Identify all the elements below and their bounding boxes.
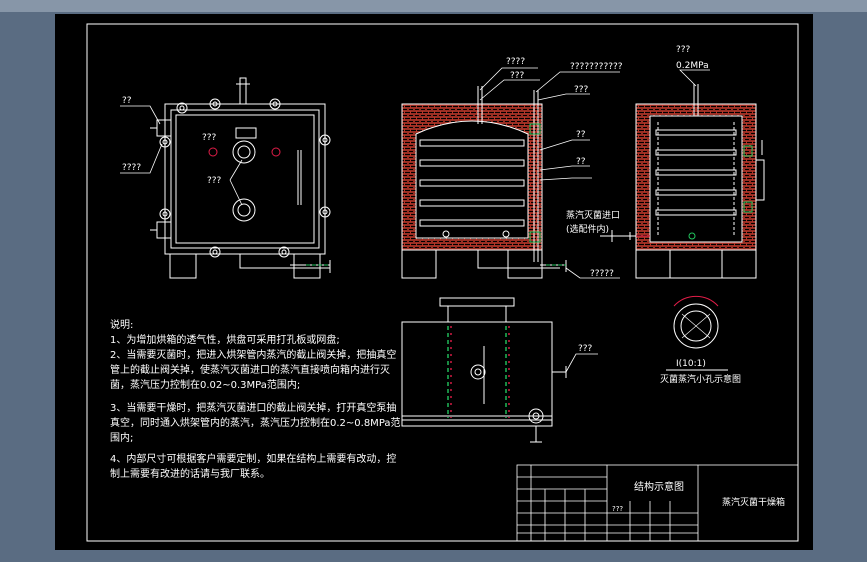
note-line: 真空，同时通入烘架管内的蒸汽，蒸汽压力控制在0.2~0.8MPa范: [110, 416, 401, 429]
label-front-top-left: ??: [122, 96, 132, 106]
label-section-q3: ???????????: [570, 62, 623, 72]
side-view-leaders: [679, 69, 710, 87]
section-view-leaders: [479, 67, 620, 279]
label-section-q5: ??: [576, 130, 586, 140]
section-view: [401, 86, 567, 279]
label-steam-inlet-2: (选配件内): [566, 223, 609, 235]
note-line: 管上的截止阀关掉，使蒸汽灭菌进口的蒸汽直接喷向箱内进行灭: [110, 363, 390, 376]
label-front-left-mid: ????: [122, 163, 141, 173]
viewer-top-bar: [0, 0, 867, 12]
note-line: 围内;: [110, 431, 133, 444]
notes-heading: 说明:: [110, 318, 133, 331]
title-block-drawing-title: 结构示意图: [634, 480, 684, 493]
notes-block: 说明: 1、为增加烘箱的透气性，烘盘可采用打孔板或网盘; 2、当需要灭菌时，把进…: [110, 318, 401, 480]
label-section-q6: ??: [576, 157, 586, 167]
label-section-q4: ???: [574, 85, 589, 95]
note-line: 4、内部尺寸可根据客户需要定制，如果在结构上需要有改动，控: [110, 452, 396, 465]
title-block-product-name: 蒸汽灭菌干燥箱: [722, 496, 785, 508]
label-side-pressure: 0.2MPa: [676, 61, 709, 71]
label-section-q1: ????: [506, 57, 525, 67]
note-line: 2、当需要灭菌时，把进入烘架管内蒸汽的截止阀关掉，把抽真空: [110, 348, 396, 361]
title-block: [516, 464, 799, 542]
plan-view-leader: [565, 353, 598, 373]
label-front-center-b: ???: [207, 176, 222, 186]
plan-view: [401, 297, 567, 443]
label-plan-q: ???: [578, 344, 593, 354]
side-view: [600, 84, 765, 279]
note-line: 制上需要有改进的话请与我厂联系。: [110, 467, 270, 480]
note-line: 菌，蒸汽压力控制在0.02~0.3MPa范围内;: [110, 378, 300, 391]
label-front-center-a: ???: [202, 133, 217, 143]
sheet-border: [86, 23, 799, 542]
detail-scale: I(10:1): [676, 359, 706, 369]
label-steam-inlet-1: 蒸汽灭菌进口: [566, 209, 620, 221]
front-view: [150, 77, 331, 279]
label-section-q7: ?????: [590, 269, 614, 279]
front-view-leaders: [120, 105, 243, 206]
note-line: 1、为增加烘箱的透气性，烘盘可采用打孔板或网盘;: [110, 333, 340, 346]
note-line: 3、当需要干燥时，把蒸汽灭菌进口的截止阀关掉，打开真空泵抽: [110, 401, 396, 414]
detail-caption: 灭菌蒸汽小孔示意图: [660, 373, 741, 385]
label-section-q2: ???: [510, 71, 525, 81]
plan-view-accents: [447, 326, 510, 418]
detail-view: [666, 295, 728, 371]
label-side-q1: ???: [676, 45, 691, 55]
title-block-small-cell: ???: [612, 505, 623, 513]
